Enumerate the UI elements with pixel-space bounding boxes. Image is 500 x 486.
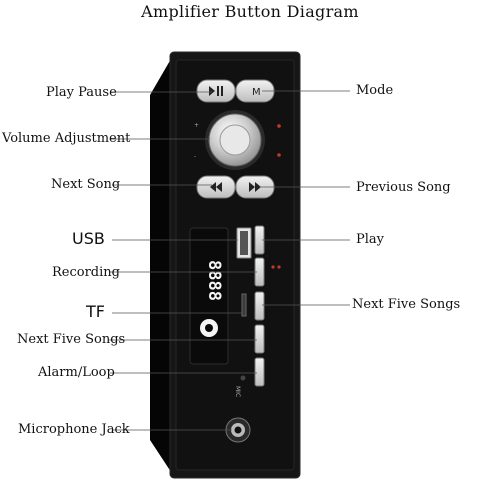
label-recording: Recording [52,265,120,280]
svg-text:-: - [194,153,196,160]
label-next-five-songs-left: Next Five Songs [17,332,126,347]
label-alarm-loop: Alarm/Loop [38,365,115,380]
prev-icon [210,182,222,192]
next-five-left-button [254,324,265,354]
mic-jack-icon [225,417,251,443]
mode-button-text: M [252,87,261,98]
label-next-song: Next Song [51,177,121,192]
label-play: Play [356,232,384,247]
next-five-right-button [254,291,265,321]
next-song-button [196,175,236,199]
diagram-title: Amplifier Button Diagram [141,2,359,21]
display-digits: 8888 [204,260,224,301]
tf-slot-icon [241,293,247,317]
play-pause-button [196,79,236,103]
mode-button: M [235,79,275,103]
tf-card-icon [200,319,218,337]
lcd-display [189,227,229,365]
usb-port-icon [236,227,252,259]
label-previous-song: Previous Song [356,180,451,195]
label-microphone-jack: Microphone Jack [18,422,130,437]
label-tf: TF [86,302,105,321]
recording-button [254,257,265,287]
label-mode: Mode [356,83,394,98]
label-play-pause: Play Pause [46,85,117,100]
svg-text:+: + [194,122,199,129]
play-button [254,225,265,255]
alarm-loop-button [254,357,265,387]
label-next-five-songs-right: Next Five Songs [352,297,461,312]
volume-knob-icon [205,110,265,170]
next-icon [249,182,261,192]
previous-song-button [235,175,275,199]
play-pause-icon [209,86,223,96]
label-volume-adjustment: Volume Adjustment [2,131,131,146]
label-usb: USB [72,229,105,248]
device-side-panel [150,52,175,478]
mic-label: MIC [234,386,241,397]
